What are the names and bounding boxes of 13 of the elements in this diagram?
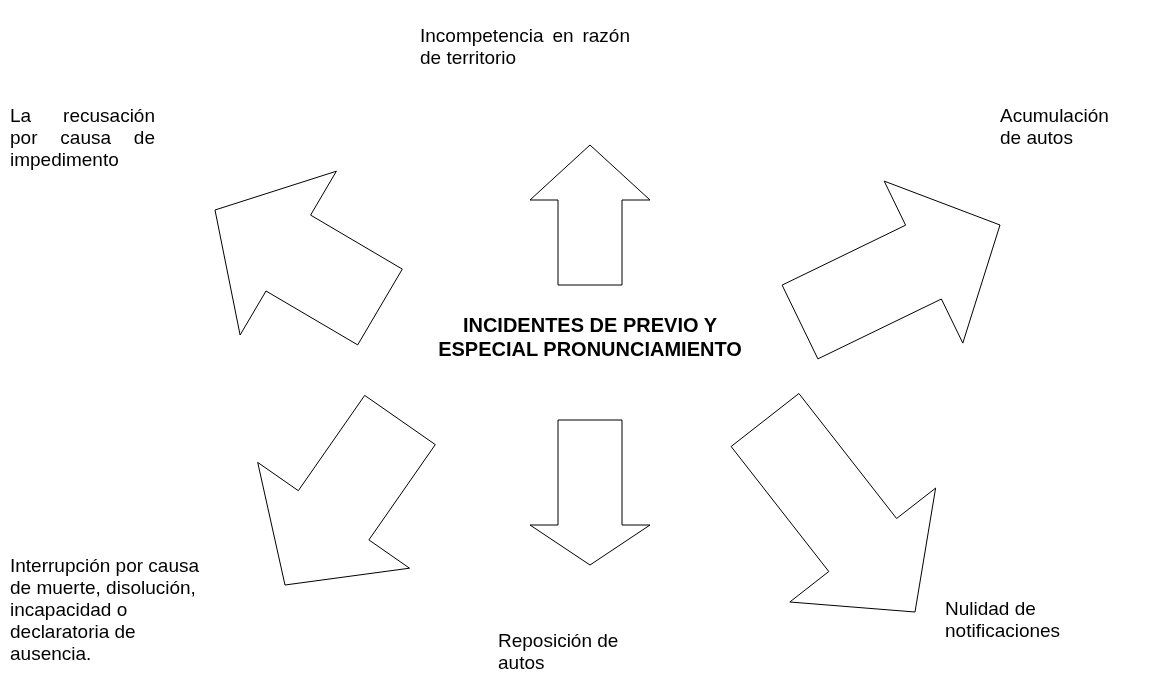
incident-label: Nulidad de notificaciones	[945, 598, 1062, 642]
block-arrow	[781, 180, 1001, 360]
incident-label: Interrupción por causa de muerte, disolución, incapacidad o declaratoria de ausencia.	[10, 555, 201, 665]
block-arrow	[730, 393, 937, 613]
incident-label: La recusación por causa de impedimento	[10, 105, 155, 171]
incident-label: Acumulación de autos	[1000, 105, 1110, 149]
block-arrow	[529, 144, 651, 286]
incident-label: Reposición de autos	[498, 630, 620, 674]
incident-label: Incompetencia en razón de territorio	[420, 25, 630, 69]
block-arrow	[529, 419, 651, 566]
block-arrow	[257, 394, 436, 586]
central-title: INCIDENTES DE PREVIO Y ESPECIAL PRONUNCIAMIENTO	[437, 313, 743, 361]
block-arrow	[214, 170, 403, 346]
